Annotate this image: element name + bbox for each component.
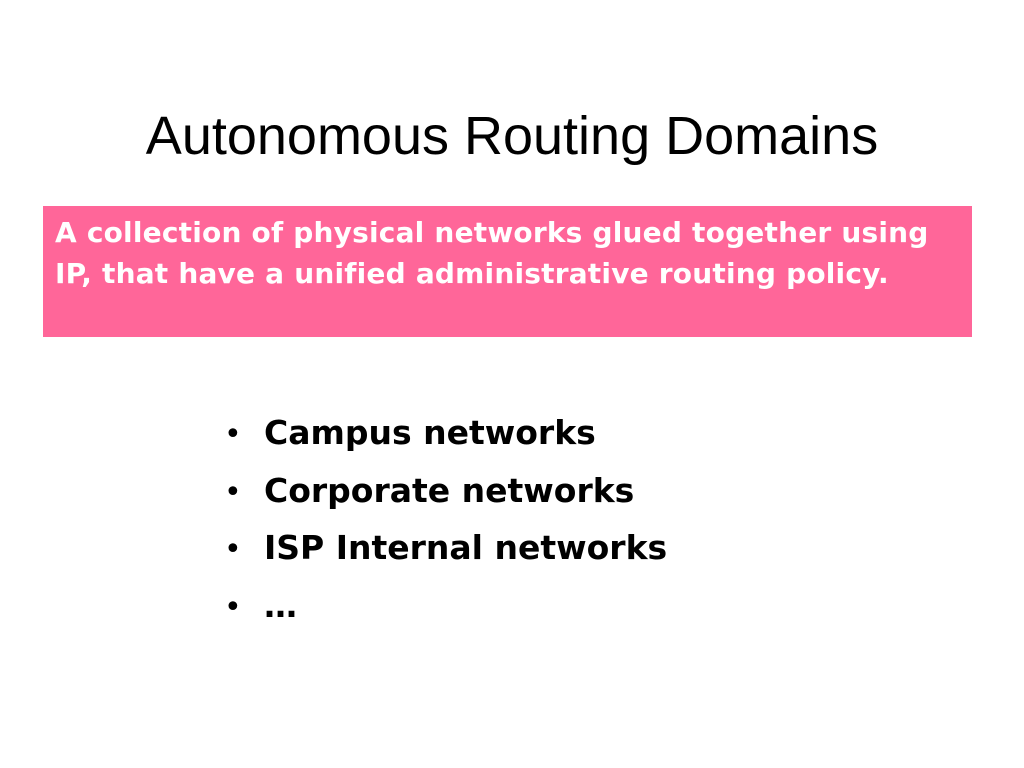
definition-box: A collection of physical networks glued …	[43, 206, 972, 337]
list-item: • Corporate networks	[224, 462, 667, 520]
slide-title: Autonomous Routing Domains	[145, 106, 879, 166]
list-item: • …	[224, 577, 667, 635]
bullet-text: ISP Internal networks	[264, 528, 668, 567]
bullet-list: • Campus networks • Corporate networks •…	[224, 404, 667, 634]
bullet-icon: •	[224, 589, 242, 625]
bullet-text: …	[264, 585, 297, 625]
list-item: • ISP Internal networks	[224, 519, 667, 577]
list-item: • Campus networks	[224, 404, 667, 462]
bullet-icon: •	[224, 532, 242, 567]
bullet-icon: •	[224, 417, 242, 452]
bullet-text: Campus networks	[264, 413, 596, 452]
bullet-text: Corporate networks	[264, 470, 635, 510]
bullet-icon: •	[224, 474, 242, 510]
